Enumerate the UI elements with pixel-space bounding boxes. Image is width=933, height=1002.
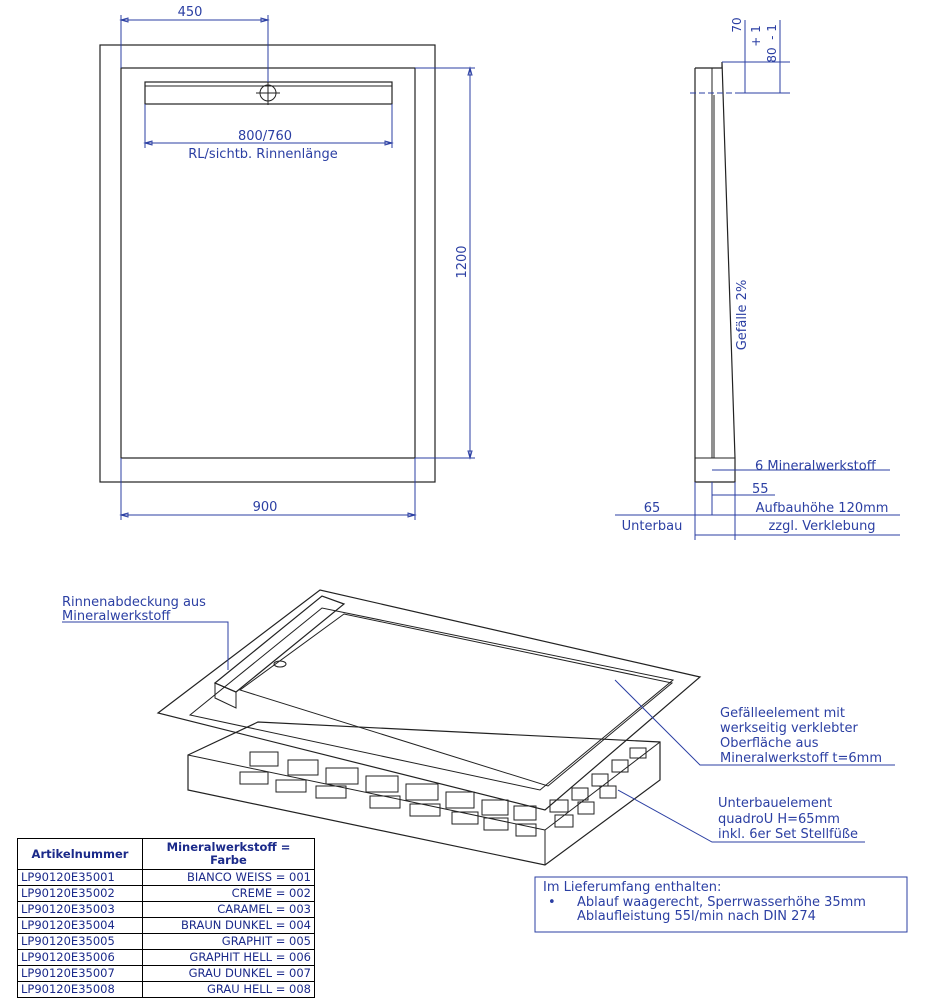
base-grid bbox=[239, 747, 647, 837]
material-color: CREME = 002 bbox=[142, 885, 315, 902]
delivery-line-1: Ablauf waagerecht, Sperrwasserhöhe 35mm bbox=[577, 895, 866, 910]
slope-element bbox=[156, 589, 702, 811]
table-header-row: Artikelnummer Mineralwerkstoff = Farbe bbox=[17, 838, 315, 870]
slope-label: Gefälle 2% bbox=[735, 280, 750, 351]
slope-elem-4: Mineralwerkstoff t=6mm bbox=[720, 751, 882, 766]
tray-inner bbox=[120, 67, 416, 459]
material-color: GRAU HELL = 008 bbox=[142, 981, 315, 998]
underlay-label: Unterbau bbox=[622, 519, 683, 534]
dim-plus-1: + 1 bbox=[749, 25, 763, 47]
plus-glue-label: zzgl. Verklebung bbox=[768, 519, 875, 534]
material-color: GRAU DUNKEL = 007 bbox=[142, 965, 315, 982]
mineral-layer-label: 6 Mineralwerkstoff bbox=[755, 459, 877, 474]
cover-label-1: Rinnenabdeckung aus bbox=[62, 595, 206, 610]
material-color: GRAPHIT = 005 bbox=[142, 933, 315, 950]
dim-55: 55 bbox=[752, 482, 769, 497]
article-number: LP90120E35005 bbox=[17, 933, 143, 950]
dim-70: 70 bbox=[730, 17, 744, 32]
delivery-title: Im Lieferumfang enthalten: bbox=[543, 880, 721, 895]
header-article: Artikelnummer bbox=[17, 838, 143, 870]
slope-elem-3: Oberfläche aus bbox=[720, 736, 819, 751]
article-number: LP90120E35003 bbox=[17, 901, 143, 918]
header-material-line-1: Mineralwerkstoff = bbox=[166, 840, 291, 854]
base-element bbox=[187, 721, 661, 866]
top-view: 450 800/760 RL/sichtb. Rinnenlänge 1200 … bbox=[99, 5, 475, 520]
article-table: Artikelnummer Mineralwerkstoff = Farbe L… bbox=[17, 838, 315, 998]
build-height-label: Aufbauhöhe 120mm bbox=[756, 501, 889, 516]
side-view: 70 + 1 80 - 1 Gefälle 2% 6 Mineralwerkst… bbox=[615, 17, 900, 540]
material-color: CARAMEL = 003 bbox=[142, 901, 315, 918]
article-number: LP90120E35007 bbox=[17, 965, 143, 982]
dim-1200: 1200 bbox=[455, 245, 470, 278]
base-elem-2: quadroU H=65mm bbox=[718, 812, 840, 827]
slope-elem-1: Gefälleelement mit bbox=[720, 706, 845, 721]
article-number: LP90120E35006 bbox=[17, 949, 143, 966]
slope-elem-2: werkseitig verklebter bbox=[720, 721, 859, 736]
drain-outlet-iso-icon bbox=[273, 660, 287, 668]
dim-minus-1: - 1 bbox=[765, 24, 779, 40]
material-color: BIANCO WEISS = 001 bbox=[142, 869, 315, 886]
tray-outline bbox=[99, 44, 436, 483]
base-elem-3: inkl. 6er Set Stellfüße bbox=[718, 827, 858, 842]
cover-label-2: Mineralwerkstoff bbox=[62, 609, 171, 624]
delivery-box: Im Lieferumfang enthalten: • Ablauf waag… bbox=[534, 876, 908, 933]
channel-caption: RL/sichtb. Rinnenlänge bbox=[188, 147, 337, 162]
dim-80: 80 bbox=[765, 47, 779, 62]
article-number: LP90120E35004 bbox=[17, 917, 143, 934]
header-material: Mineralwerkstoff = Farbe bbox=[142, 838, 315, 870]
article-number: LP90120E35008 bbox=[17, 981, 143, 998]
header-material-line-2: Farbe bbox=[210, 853, 247, 867]
dim-450: 450 bbox=[178, 5, 203, 20]
delivery-line-2: Ablaufleistung 55l/min nach DIN 274 bbox=[577, 909, 816, 924]
iso-view: Rinnenabdeckung aus Mineralwerkstoff Gef… bbox=[62, 589, 895, 866]
delivery-bullet: • bbox=[548, 895, 556, 910]
dim-65: 65 bbox=[644, 501, 661, 516]
dim-channel-length: 800/760 bbox=[238, 129, 292, 144]
material-color: BRAUN DUNKEL = 004 bbox=[142, 917, 315, 934]
article-number: LP90120E35001 bbox=[17, 869, 143, 886]
article-number: LP90120E35002 bbox=[17, 885, 143, 902]
channel-cover bbox=[213, 595, 346, 693]
base-elem-1: Unterbauelement bbox=[718, 796, 832, 811]
dim-900: 900 bbox=[253, 500, 278, 515]
material-color: GRAPHIT HELL = 006 bbox=[142, 949, 315, 966]
